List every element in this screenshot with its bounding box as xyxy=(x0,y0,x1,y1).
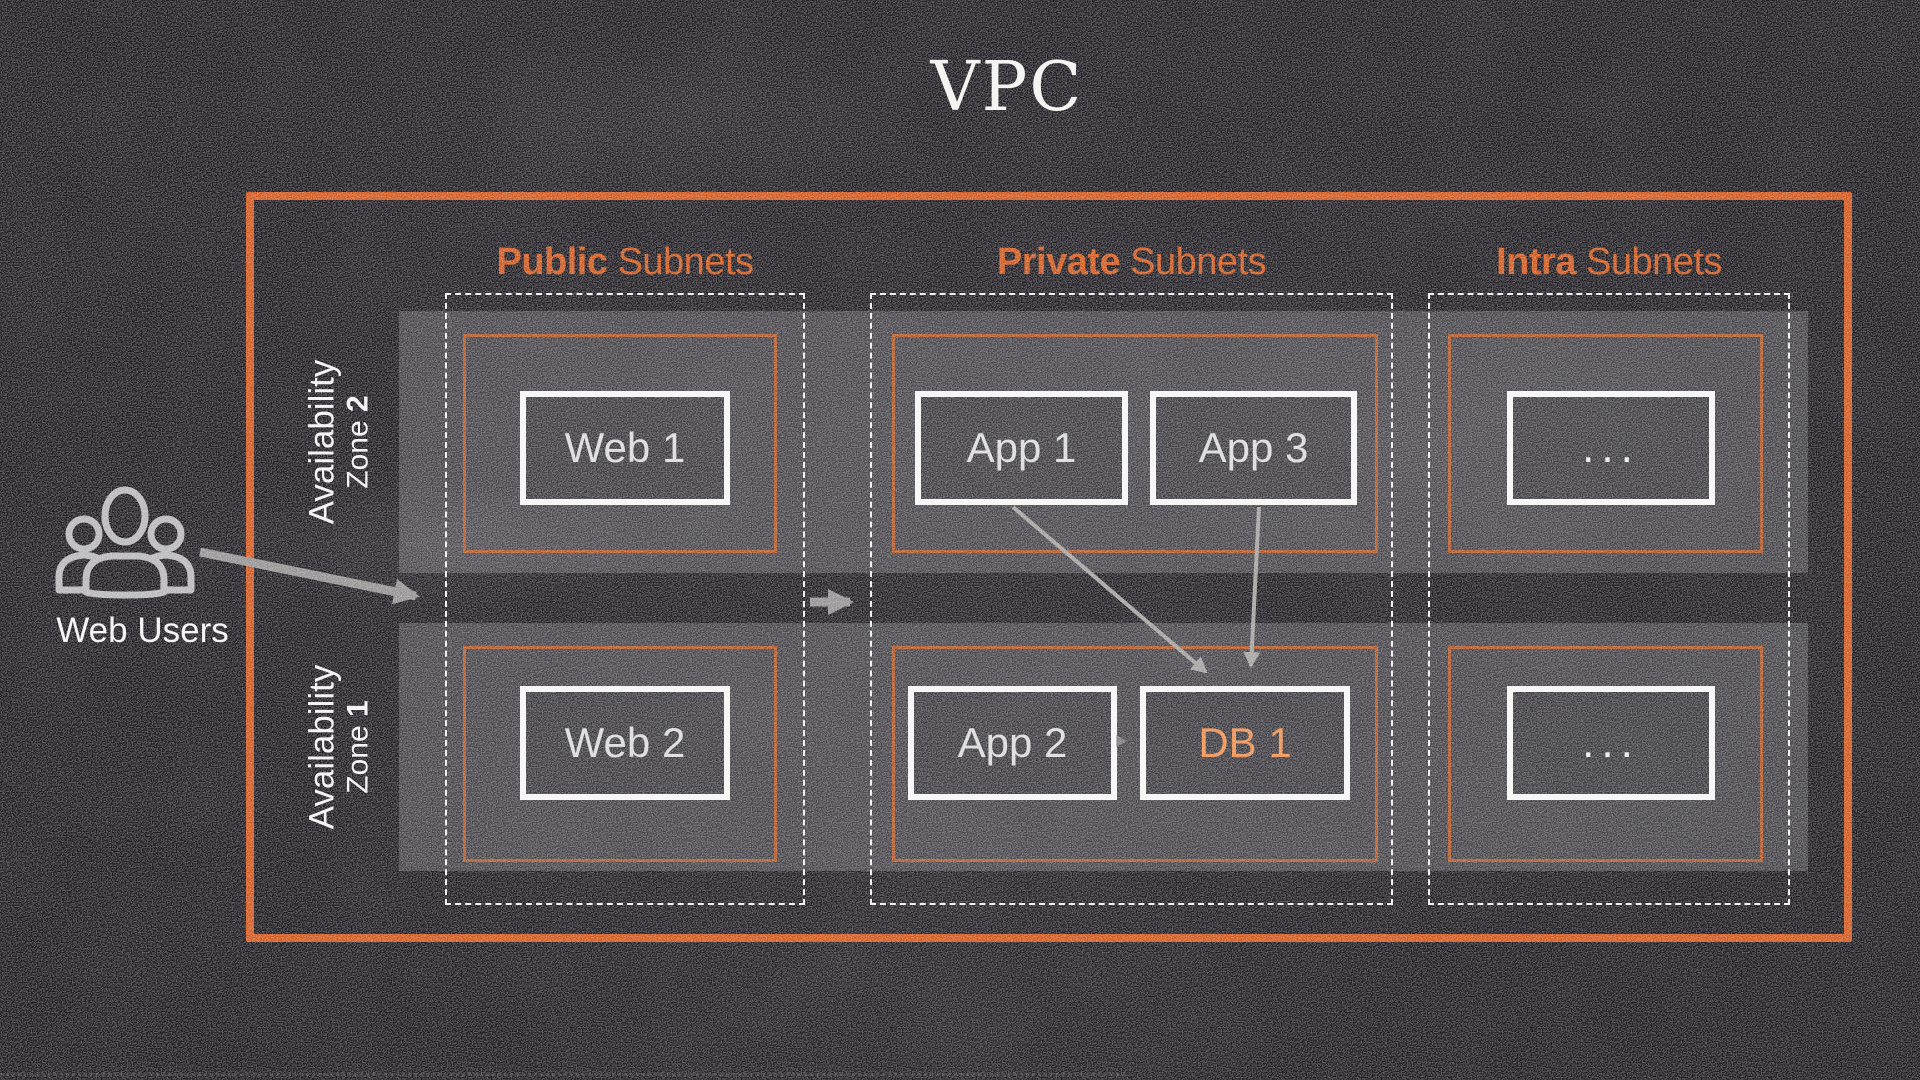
intra-subnets-header: Intra Subnets xyxy=(1428,241,1790,283)
node-label: Web 1 xyxy=(564,424,686,471)
node-app-1: App 1 xyxy=(915,391,1128,505)
node-app-2: App 2 xyxy=(908,686,1117,800)
az-label-line1: Availability xyxy=(302,359,342,525)
node-web-1: Web 1 xyxy=(520,391,730,505)
node-label: App 3 xyxy=(1198,424,1309,471)
zone-word: Zone xyxy=(341,420,375,489)
zone-number: 1 xyxy=(341,700,375,717)
node-label: App 2 xyxy=(957,719,1068,766)
node-label: ... xyxy=(1582,718,1640,767)
web-users-label: Web Users xyxy=(56,611,229,650)
header-rest-text: Subnets xyxy=(1120,241,1267,283)
zone-number: 2 xyxy=(341,395,375,412)
vpc-title: VPC xyxy=(930,48,1084,127)
header-rest-text: Subnets xyxy=(607,241,754,283)
web-users-icon xyxy=(55,486,195,599)
availability-zone-2-label: Availability Zone 2 xyxy=(302,359,375,525)
zone-word: Zone xyxy=(341,725,375,794)
az-label-line2: Zone 2 xyxy=(342,360,375,525)
node-label: ... xyxy=(1582,423,1640,472)
header-bold-text: Public xyxy=(496,241,608,283)
node-intra-az1-ellipsis: ... xyxy=(1507,686,1715,800)
node-db-1: DB 1 xyxy=(1140,686,1350,800)
public-subnets-header: Public Subnets xyxy=(445,241,805,283)
node-label: DB 1 xyxy=(1198,719,1292,766)
node-web-2: Web 2 xyxy=(520,686,730,800)
header-rest-text: Subnets xyxy=(1575,241,1722,283)
chalk-smudge-line xyxy=(0,1073,1125,1076)
header-bold-text: Intra xyxy=(1496,241,1576,283)
node-intra-az2-ellipsis: ... xyxy=(1507,391,1715,505)
node-label: Web 2 xyxy=(564,719,686,766)
node-label: App 1 xyxy=(966,424,1077,471)
node-app-3: App 3 xyxy=(1150,391,1357,505)
header-bold-text: Private xyxy=(996,241,1121,283)
private-subnets-header: Private Subnets xyxy=(870,241,1393,283)
az-label-line2: Zone 1 xyxy=(342,665,375,830)
availability-zone-1-label: Availability Zone 1 xyxy=(302,664,375,830)
az-label-line1: Availability xyxy=(302,664,342,830)
